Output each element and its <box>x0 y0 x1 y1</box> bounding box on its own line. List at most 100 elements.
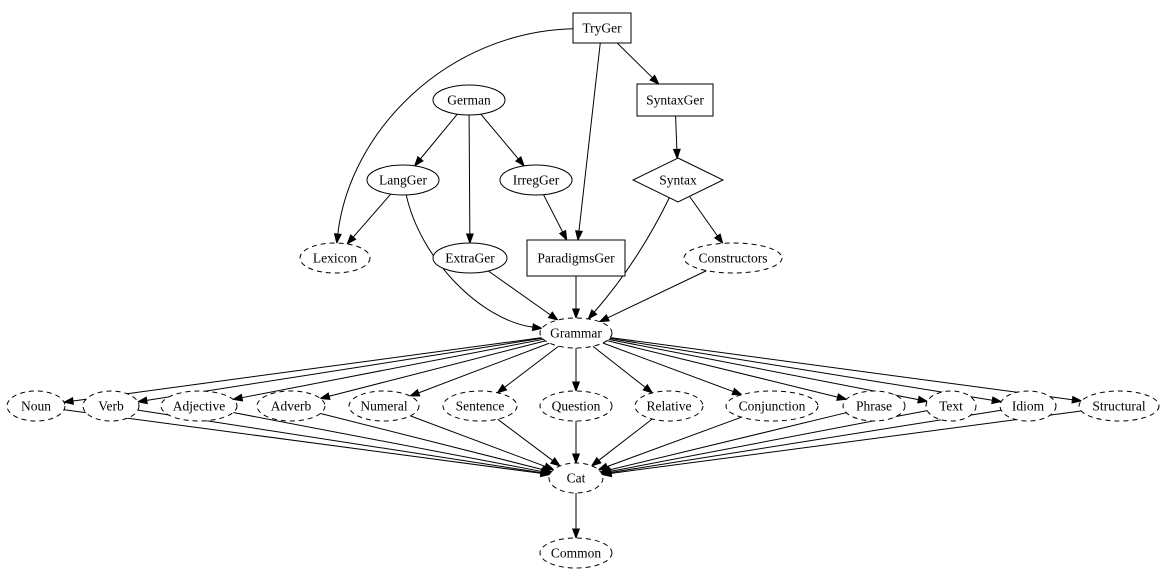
edge-Constructors-Grammar <box>598 270 707 323</box>
node-label-constructors: Constructors <box>699 251 768 266</box>
edge-Grammar-Relative <box>592 345 654 394</box>
edge-TryGer-ParadigmsGer <box>575 42 601 242</box>
node-common: Common <box>539 537 613 569</box>
node-shape-cat <box>548 462 604 494</box>
node-idiom: Idiom <box>999 390 1057 422</box>
edge-Phrase-Cat <box>599 412 847 474</box>
node-syntaxger: SyntaxGer <box>636 83 714 117</box>
edge-Grammar-Sentence <box>496 345 560 394</box>
node-phrase: Phrase <box>842 390 906 422</box>
edge-ParadigmsGer-Grammar <box>571 276 581 320</box>
node-label-phrase: Phrase <box>856 399 892 414</box>
node-shape-tryger <box>572 12 632 44</box>
node-label-cat: Cat <box>567 471 586 486</box>
edge-Question-Cat <box>571 421 581 465</box>
node-shape-lexicon <box>299 242 371 274</box>
node-shape-irregger <box>499 164 573 196</box>
edge-German-ExtraGer <box>465 114 474 245</box>
node-shape-constructors <box>683 242 783 274</box>
node-shape-sentence <box>442 390 518 422</box>
node-adjective: Adjective <box>160 390 238 422</box>
node-shape-german <box>432 84 506 116</box>
node-shape-syntaxger <box>636 83 714 117</box>
node-numeral: Numeral <box>348 390 420 422</box>
node-shape-syntax <box>631 157 725 203</box>
node-label-verb: Verb <box>98 399 124 414</box>
edge-Grammar-Verb <box>136 337 543 405</box>
node-cat: Cat <box>548 462 604 494</box>
node-label-lexicon: Lexicon <box>313 251 357 266</box>
node-shape-common <box>539 537 613 569</box>
node-label-syntax: Syntax <box>659 173 697 188</box>
edge-Grammar-Structural <box>610 337 1083 404</box>
edge-Grammar-Numeral <box>408 342 550 397</box>
edge-layer <box>62 28 1083 540</box>
node-label-relative: Relative <box>647 399 692 414</box>
node-shape-relative <box>634 390 704 422</box>
node-label-irregger: IrregGer <box>513 173 560 188</box>
node-label-conjunction: Conjunction <box>739 399 806 414</box>
edge-LangGer-Lexicon <box>346 193 392 246</box>
edge-Syntax-Constructors <box>689 196 724 245</box>
node-label-tryger: TryGer <box>582 21 622 36</box>
node-label-grammar: Grammar <box>550 326 602 341</box>
node-shape-adjective <box>160 390 238 422</box>
node-shape-numeral <box>348 390 420 422</box>
node-label-adjective: Adjective <box>173 399 225 414</box>
node-syntax: Syntax <box>631 157 725 203</box>
node-label-common: Common <box>551 546 602 561</box>
edge-Grammar-Text <box>608 338 929 404</box>
node-shape-langger <box>366 164 440 196</box>
node-shape-noun <box>6 390 66 422</box>
edge-Sentence-Cat <box>497 418 562 467</box>
node-label-langger: LangGer <box>379 173 427 188</box>
node-text: Text <box>925 390 977 422</box>
node-grammar: Grammar <box>539 317 613 349</box>
node-shape-text <box>925 390 977 422</box>
node-langger: LangGer <box>366 164 440 196</box>
node-shape-structural <box>1078 390 1160 422</box>
node-shape-adverb <box>256 390 326 422</box>
node-label-text: Text <box>939 399 963 414</box>
edge-Grammar-Noun <box>62 337 542 405</box>
edge-Grammar-Adjective <box>231 338 544 402</box>
edge-LangGer-Grammar <box>405 194 544 332</box>
edge-Grammar-Question <box>571 348 581 393</box>
node-label-paradigmsger: ParadigmsGer <box>537 251 615 266</box>
node-label-extrager: ExtraGer <box>445 251 495 266</box>
node-label-german: German <box>447 93 491 108</box>
node-label-structural: Structural <box>1092 399 1145 414</box>
node-verb: Verb <box>82 390 140 422</box>
node-shape-phrase <box>842 390 906 422</box>
node-label-adverb: Adverb <box>271 399 312 414</box>
edge-German-LangGer <box>413 113 458 167</box>
edge-TryGer-Lexicon <box>333 28 574 245</box>
node-shape-extrager <box>432 242 508 274</box>
edge-TryGer-SyntaxGer <box>616 42 660 86</box>
edge-Grammar-Phrase <box>606 340 848 401</box>
node-shape-paradigmsger <box>526 239 626 277</box>
node-noun: Noun <box>6 390 66 422</box>
edge-Cat-Common <box>571 493 581 540</box>
node-adverb: Adverb <box>256 390 326 422</box>
node-label-syntaxger: SyntaxGer <box>646 93 704 108</box>
node-label-sentence: Sentence <box>456 399 505 414</box>
node-label-idiom: Idiom <box>1012 399 1045 414</box>
node-tryger: TryGer <box>572 12 632 44</box>
edge-Numeral-Cat <box>410 415 555 471</box>
edge-SyntaxGer-Syntax <box>672 115 681 160</box>
node-question: Question <box>539 390 613 422</box>
edge-Syntax-Grammar <box>587 197 670 320</box>
edge-German-IrregGer <box>480 113 526 167</box>
node-structural: Structural <box>1078 390 1160 422</box>
edge-IrregGer-ParadigmsGer <box>543 194 568 242</box>
node-shape-conjunction <box>725 390 819 422</box>
node-german: German <box>432 84 506 116</box>
node-shape-idiom <box>999 390 1057 422</box>
node-constructors: Constructors <box>683 242 783 274</box>
node-shape-verb <box>82 390 140 422</box>
edge-Adjective-Cat <box>233 412 552 476</box>
